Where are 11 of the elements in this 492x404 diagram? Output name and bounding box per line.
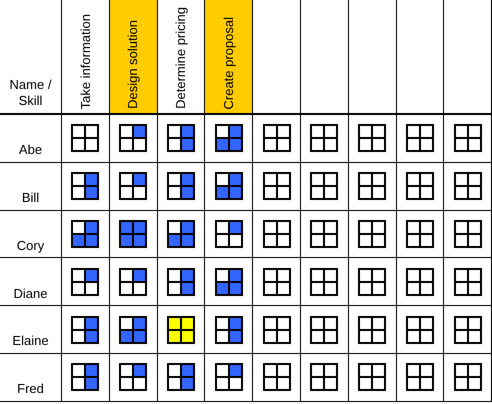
skill-header: Take information xyxy=(76,14,94,109)
skill-header: Create proposal xyxy=(220,16,238,109)
person-name: Elaine xyxy=(12,332,49,350)
header-label: Name / Skill xyxy=(8,77,52,109)
skill-header: Design solution xyxy=(124,20,142,109)
person-name: Abe xyxy=(18,141,42,160)
person-name: Fred xyxy=(17,380,44,398)
person-name: Diane xyxy=(14,284,48,303)
person-name: Cory xyxy=(16,236,44,255)
skill-header: Determine pricing xyxy=(172,7,190,109)
person-name: Bill xyxy=(22,189,40,208)
